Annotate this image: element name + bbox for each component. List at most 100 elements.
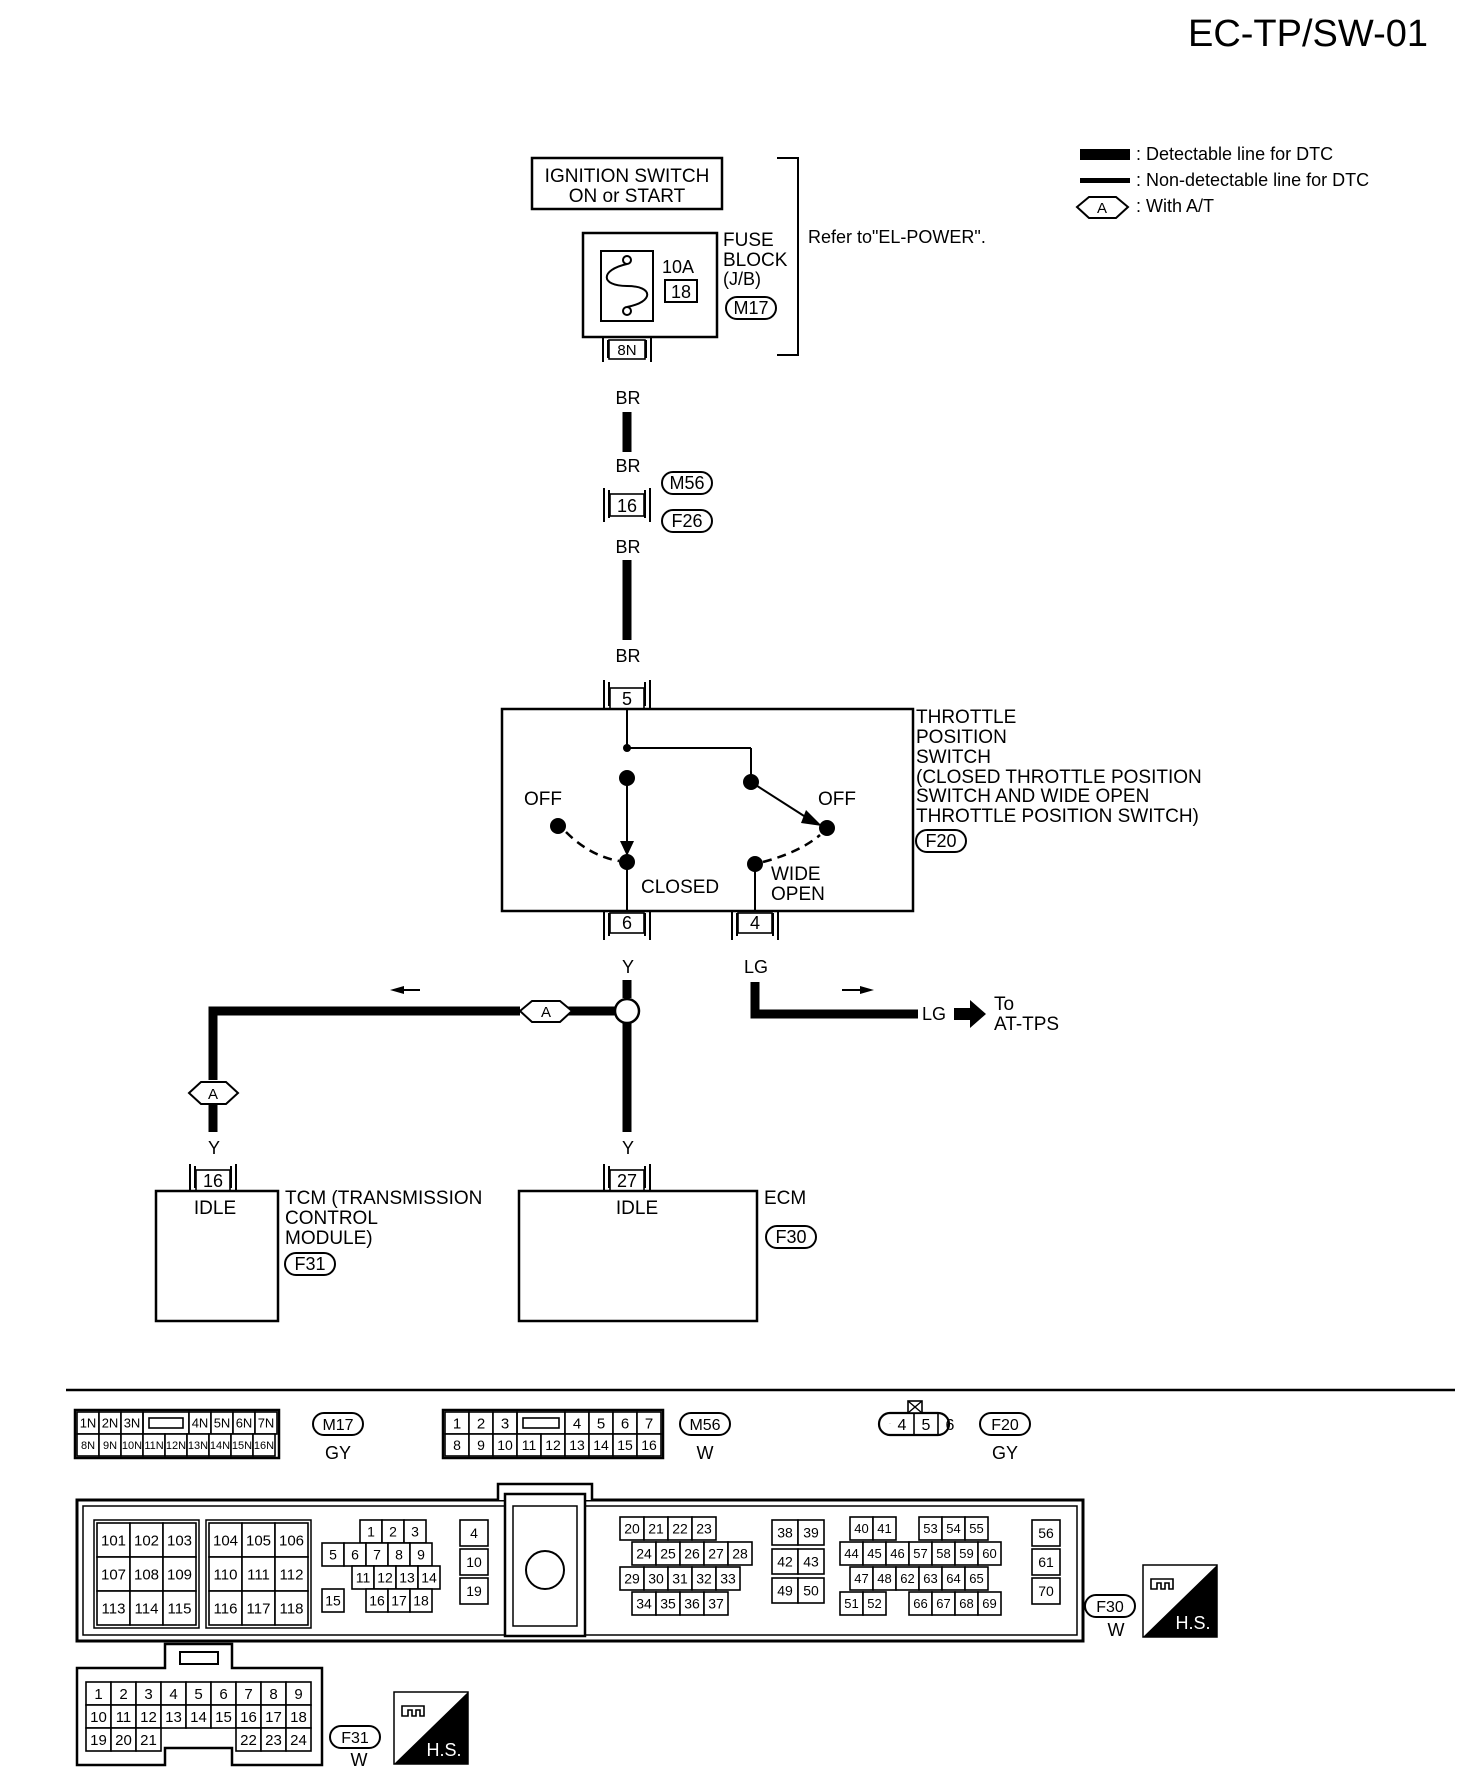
f31-pin-13: 13 bbox=[165, 1709, 182, 1726]
tps-internal-circuit bbox=[550, 709, 835, 911]
f30-pin-44: 44 bbox=[844, 1546, 858, 1561]
f30-pin-26: 26 bbox=[684, 1546, 700, 1562]
f31-pin-11: 11 bbox=[116, 1709, 132, 1726]
refer-note: Refer to"EL-POWER". bbox=[808, 227, 986, 247]
f30-pin-37: 37 bbox=[708, 1596, 724, 1612]
f30-pin-2: 2 bbox=[389, 1524, 397, 1540]
tcm-pin-label: IDLE bbox=[194, 1198, 236, 1219]
tps-closed-label: CLOSED bbox=[641, 877, 719, 898]
m17-pin-7N: 7N bbox=[258, 1416, 275, 1431]
f30-pin-23: 23 bbox=[696, 1521, 712, 1537]
f30-pin-112-cell bbox=[274, 1556, 309, 1592]
f31-pin-17: 17 bbox=[265, 1709, 282, 1726]
tps-terminal-6: 6 bbox=[622, 913, 632, 933]
f30-pin-15: 15 bbox=[325, 1593, 341, 1609]
f30-pin-5: 5 bbox=[329, 1547, 337, 1563]
f30-pin-118-cell bbox=[274, 1590, 309, 1626]
f30-pin-61-cell bbox=[1031, 1548, 1061, 1576]
f31-pin-10: 10 bbox=[90, 1709, 107, 1726]
m56-pin-15: 15 bbox=[617, 1437, 633, 1453]
f30-pin-110-cell bbox=[208, 1556, 243, 1592]
fuse-terminal-bottom bbox=[622, 306, 632, 316]
f30-pin-10: 10 bbox=[466, 1554, 482, 1570]
f30-pin-37-cell bbox=[703, 1591, 729, 1616]
tps-off-right: OFF bbox=[818, 789, 856, 810]
f30-connector-id: F30 bbox=[1096, 1599, 1124, 1616]
f30-pin-54: 54 bbox=[946, 1521, 960, 1536]
m17-pin-8N: 8N bbox=[81, 1440, 95, 1452]
tps-wide-off-contact bbox=[819, 820, 835, 836]
m56-pin-7: 7 bbox=[645, 1415, 653, 1432]
f31-pin-16: 16 bbox=[240, 1709, 257, 1726]
m56-pin-9: 9 bbox=[477, 1437, 485, 1453]
tps-connector-badge bbox=[915, 829, 967, 853]
f30-pin-115-cell bbox=[162, 1590, 197, 1626]
at-tps-wire-color: LG bbox=[922, 1004, 946, 1024]
option-symbol-tcm-label: A bbox=[208, 1086, 218, 1103]
f30-pin-104-cell bbox=[208, 1522, 243, 1558]
f30-pin-7: 7 bbox=[373, 1547, 381, 1563]
m17-connector-badge bbox=[312, 1412, 364, 1436]
f31-connector-badge bbox=[329, 1725, 381, 1749]
legend-with-at-symbol: A bbox=[1097, 200, 1107, 217]
f30-pin-27: 27 bbox=[708, 1546, 724, 1562]
tps-terminal-4: 4 bbox=[750, 913, 760, 933]
f30-pin-33-cell bbox=[715, 1566, 741, 1591]
ignition-switch-line1: IGNITION SWITCH bbox=[545, 166, 710, 187]
f30-pin-113-cell bbox=[96, 1590, 131, 1626]
wire-y-to-tcm bbox=[208, 1006, 520, 1080]
f30-pin-42-cell bbox=[771, 1548, 799, 1575]
f31-pin-5: 5 bbox=[194, 1686, 202, 1703]
f31-pin-22: 22 bbox=[240, 1732, 257, 1749]
tps-terminal-5-housing bbox=[603, 680, 651, 708]
m56-pin-8: 8 bbox=[453, 1437, 461, 1453]
m56-pin-1: 1 bbox=[453, 1415, 461, 1432]
m56-pin-12: 12 bbox=[545, 1437, 561, 1453]
option-symbol-label: A bbox=[541, 1004, 551, 1021]
fuse-icon bbox=[606, 263, 648, 308]
f30-pin-55-cell bbox=[964, 1516, 989, 1541]
f30-pin-16: 16 bbox=[369, 1593, 385, 1609]
f30-pin-14: 14 bbox=[421, 1570, 437, 1586]
ecm-terminal-housing bbox=[603, 1164, 651, 1190]
m56-pin-10: 10 bbox=[497, 1437, 513, 1453]
throttle-position-switch-label: THROTTLE POSITION SWITCH (CLOSED THROTTL… bbox=[916, 707, 1202, 827]
fuse-terminal-label: 8N bbox=[617, 342, 636, 359]
m17-pin-11N: 11N bbox=[144, 1440, 163, 1452]
f30-pin-17: 17 bbox=[391, 1593, 407, 1609]
m17-pin-15N: 15N bbox=[232, 1440, 252, 1452]
fuse-connector-badge bbox=[725, 296, 777, 320]
f31-pin-20: 20 bbox=[115, 1732, 132, 1749]
f30-pin-114-cell bbox=[129, 1590, 164, 1626]
f30-color: W bbox=[1108, 1620, 1125, 1640]
joint-connector-upper-id: M56 bbox=[669, 473, 704, 493]
f30-pin-39-cell bbox=[797, 1519, 825, 1546]
f30-pin-69-cell bbox=[977, 1591, 1002, 1616]
f30-pin-48: 48 bbox=[877, 1571, 891, 1586]
wire-lg-to-at-tps bbox=[750, 982, 918, 1019]
f30-pin-36: 36 bbox=[684, 1596, 700, 1612]
f30-pin-113: 113 bbox=[102, 1600, 126, 1617]
f30-pin-110: 110 bbox=[214, 1566, 238, 1583]
f31-hs-connector-icon bbox=[401, 1705, 425, 1717]
wire-color-y-tcm: Y bbox=[208, 1138, 220, 1158]
wire-color-br-3: BR bbox=[615, 537, 640, 557]
joint-connector-box bbox=[609, 493, 645, 517]
f31-pin-8: 8 bbox=[269, 1686, 277, 1703]
m56-connector-badge bbox=[679, 1412, 731, 1436]
tps-closed-travel bbox=[565, 831, 620, 863]
tcm-label-line3: MODULE) bbox=[285, 1228, 373, 1249]
f30-pin-106-cell bbox=[274, 1522, 309, 1558]
f30-block-a bbox=[93, 1519, 200, 1629]
m17-pin-2N: 2N bbox=[102, 1416, 119, 1431]
m56-pin-5: 5 bbox=[597, 1415, 605, 1432]
m56-housing bbox=[441, 1408, 665, 1460]
tps-terminal-5: 5 bbox=[622, 689, 632, 709]
f30-hs-fill bbox=[1143, 1565, 1217, 1637]
legend-with-at-label: : With A/T bbox=[1136, 196, 1214, 216]
m56-pin-2: 2 bbox=[477, 1415, 485, 1432]
